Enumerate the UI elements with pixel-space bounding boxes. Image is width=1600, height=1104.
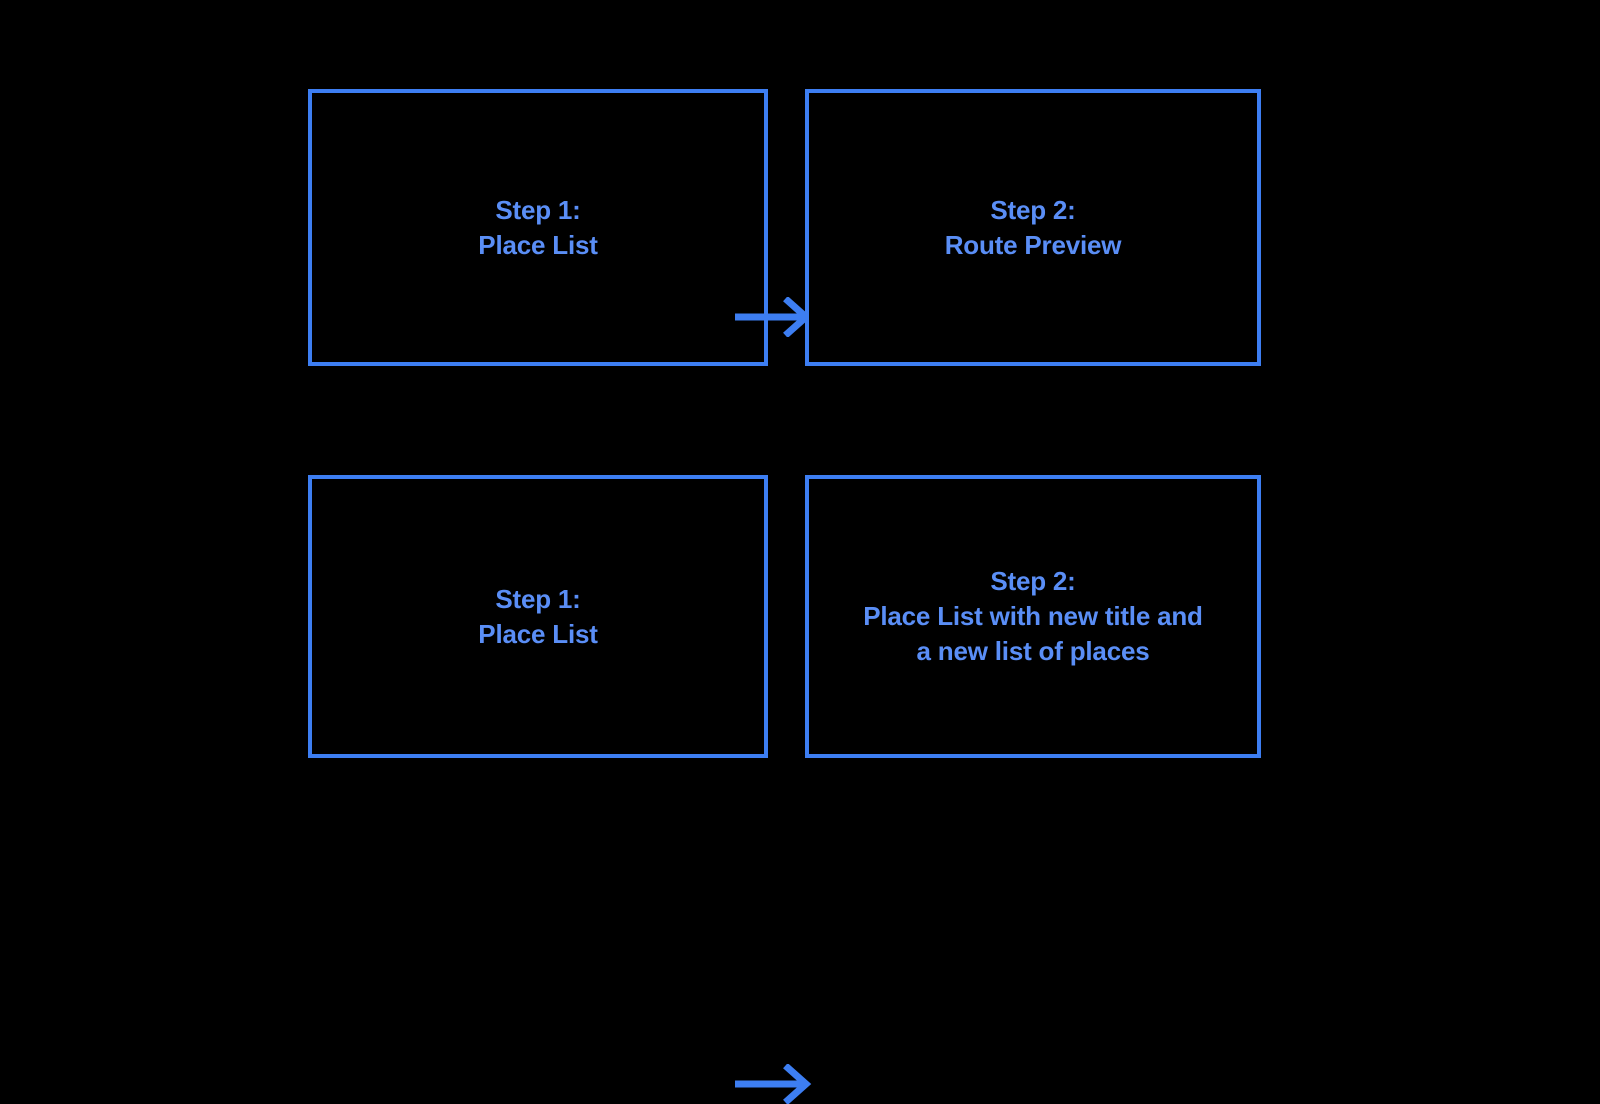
connector-row1 [730,1064,840,1104]
step-box-row1-to[interactable]: Step 2: Place List with new title and a … [805,475,1261,758]
step-box-row1-from[interactable]: Step 1: Place List [308,475,768,758]
flow-row-route-preview: Step 1: Place List Step 2: Route Preview [0,89,1600,366]
step-label-row0-from: Step 1: Place List [478,194,598,260]
step-box-row0-to[interactable]: Step 2: Route Preview [805,89,1261,366]
step-box-row0-from[interactable]: Step 1: Place List [308,89,768,366]
flow-row-new-place-list: Step 1: Place List Step 2: Place List wi… [0,475,1600,1104]
diagram-canvas: Step 1: Place List Step 2: Route Preview… [0,89,1600,1104]
step-label-row1-from: Step 1: Place List [478,583,598,649]
step-label-row1-to: Step 2: Place List with new title and a … [863,566,1203,666]
step-label-row0-to: Step 2: Route Preview [944,194,1122,260]
arrow-right-icon [735,1064,812,1104]
